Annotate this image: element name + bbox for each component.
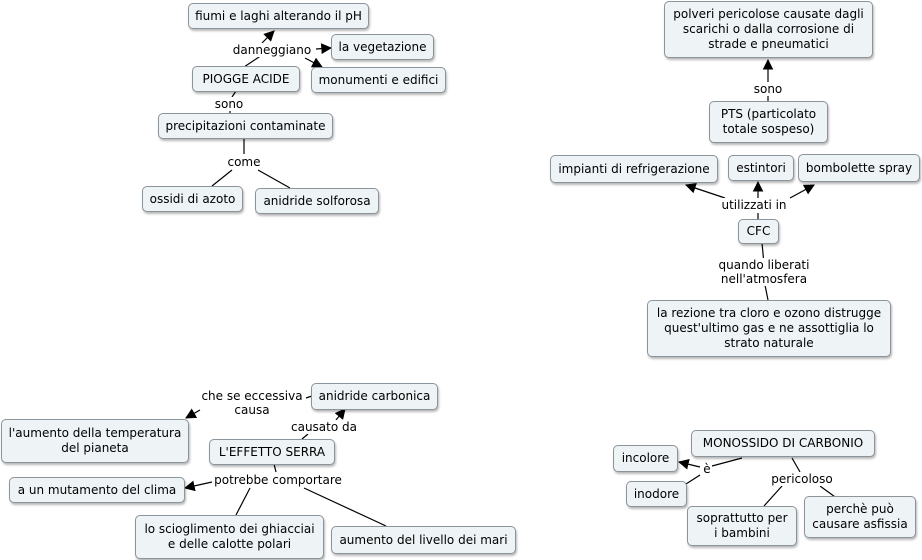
line-dangerous-children — [763, 485, 783, 507]
line-like-sulfur — [257, 169, 291, 189]
dangerous-link-label: pericoloso — [770, 472, 834, 486]
reaction-node[interactable]: la rezione tra cloro e ozono distrugge q… — [647, 300, 891, 357]
line-excessive-temperature — [185, 408, 201, 419]
damage-link-label: danneggiano — [231, 43, 313, 57]
excessive-link-label: che se eccessiva causa — [200, 389, 304, 417]
pts-node[interactable]: PTS (particolato totale sospeso) — [709, 101, 828, 143]
rivers-node[interactable]: fiumi e laghi alterando il pH — [188, 3, 369, 29]
line-co-is — [711, 457, 743, 467]
monuments-node[interactable]: monumenti e edifici — [311, 67, 446, 93]
line-serra-caused — [301, 433, 309, 440]
powders-node[interactable]: polveri pericolose causate dagli scarich… — [664, 1, 873, 58]
line-damage-monuments — [304, 57, 323, 68]
sulfur-dioxide-node[interactable]: anidride solforosa — [255, 188, 379, 214]
odorless-node[interactable]: inodore — [626, 481, 687, 507]
cfc-node[interactable]: CFC — [738, 219, 779, 244]
greenhouse-effect-node[interactable]: L'EFFETTO SERRA — [209, 439, 335, 465]
released-link-label: quando liberati nell'atmosfera — [685, 258, 843, 286]
could-link-label: potrebbe comportare — [213, 473, 343, 487]
line-could-sea — [303, 487, 387, 527]
line-could-climate — [183, 480, 213, 492]
children-node[interactable]: soprattutto per i bambini — [687, 506, 797, 546]
line-could-ice — [235, 487, 251, 516]
nitrogen-oxides-node[interactable]: ossidi di azoto — [142, 186, 243, 212]
precipitation-node[interactable]: precipitazioni contaminate — [158, 113, 333, 139]
used-link-label: utilizzati in — [720, 198, 788, 212]
line-used-spray — [789, 184, 815, 199]
is-link-label: è — [702, 462, 712, 476]
temperature-node[interactable]: l'aumento della temperatura del pianeta — [1, 419, 189, 463]
line-damage-vegetation — [315, 43, 333, 55]
line-like-nitrogen — [211, 169, 233, 187]
refrigeration-node[interactable]: impianti di refrigerazione — [550, 155, 718, 183]
co2-node[interactable]: anidride carbonica — [311, 383, 438, 410]
extinguishers-node[interactable]: estintori — [728, 155, 794, 181]
caused-link-label: causato da — [290, 420, 358, 434]
line-co-dangerous — [791, 457, 801, 473]
line-is-odorless — [685, 474, 701, 485]
line-serra-could — [273, 463, 277, 473]
pts-are-link-label: sono — [752, 82, 784, 96]
line-is-colorless — [677, 458, 701, 470]
sea-level-node[interactable]: aumento del livello dei mari — [331, 526, 516, 554]
like-link-label: come — [226, 155, 262, 169]
line-acid-damage — [243, 54, 263, 68]
line-damage-rivers — [261, 30, 275, 44]
are-link-label: sono — [213, 97, 245, 111]
colorless-node[interactable]: incolore — [613, 445, 678, 472]
carbon-monoxide-node[interactable]: MONOSSIDO DI CARBONIO — [691, 430, 875, 457]
line-acid-are — [231, 90, 237, 98]
climate-node[interactable]: a un mutamento del clima — [9, 477, 185, 503]
asphyxia-node[interactable]: perchè può causare asfissia — [804, 496, 916, 538]
glaciers-node[interactable]: lo scioglimento dei ghiacciai e delle ca… — [135, 515, 324, 559]
vegetation-node[interactable]: la vegetazione — [331, 34, 434, 60]
line-caused-co2 — [334, 408, 346, 421]
spray-node[interactable]: bombolette spray — [798, 154, 920, 182]
acid-rain-node[interactable]: PIOGGE ACIDE — [192, 66, 300, 92]
line-used-refrigeration — [684, 182, 726, 199]
